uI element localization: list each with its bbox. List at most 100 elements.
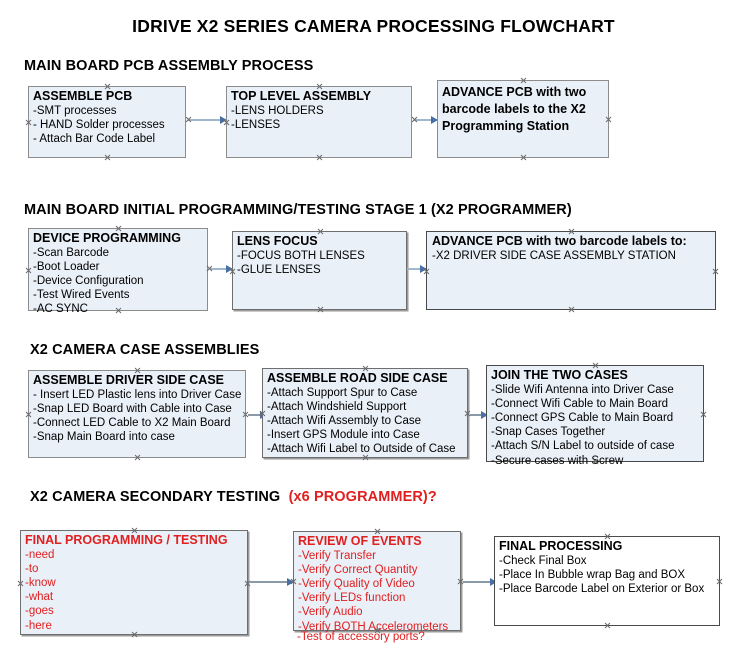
section-heading-text: X2 CAMERA CASE ASSEMBLIES	[30, 342, 260, 358]
flow-box-title: DEVICE PROGRAMMING	[33, 231, 181, 245]
resize-handle-bottom[interactable]	[317, 306, 324, 313]
flow-box-line: -know	[25, 576, 56, 589]
flow-box-assemble-road-side-case[interactable]: ASSEMBLE ROAD SIDE CASE -Attach Support …	[262, 368, 468, 458]
flow-box-line: -Snap Cases Together	[491, 426, 606, 439]
resize-handle-bottom[interactable]	[104, 154, 111, 161]
flow-box-line: - Insert LED Plastic lens into Driver Ca…	[33, 388, 242, 401]
arrow-head-icon	[490, 578, 497, 586]
flow-box-line: -Attach Wifi Label to Outside of Case	[267, 443, 456, 456]
flow-box-line: -X2 DRIVER SIDE CASE ASSEMBLY STATION	[432, 249, 676, 262]
section-heading-accent: (x6 PROGRAMMER)?	[288, 489, 437, 505]
flow-box-line: -Connect LED Cable to X2 Main Board	[33, 416, 231, 429]
flow-box-line: -Boot Loader	[33, 260, 100, 273]
flow-box-line: -Scan Barcode	[33, 246, 110, 259]
flow-box-line: - Attach Bar Code Label	[33, 132, 156, 145]
flow-box-line: -what	[25, 591, 54, 604]
flow-box-line: -need	[25, 548, 55, 561]
flow-box-title: REVIEW OF EVENTS	[298, 534, 422, 548]
flow-box-line: -goes	[25, 605, 54, 618]
flow-box-line: -Insert GPS Module into Case	[267, 429, 420, 442]
flow-box-assemble-driver-side-case[interactable]: ASSEMBLE DRIVER SIDE CASE - Insert LED P…	[28, 370, 246, 458]
flow-box-line: - HAND Solder processes	[33, 118, 165, 131]
arrow-head-icon	[220, 116, 227, 124]
flow-box-line: -Place In Bubble wrap Bag and BOX	[499, 568, 686, 581]
flow-box-line: -Verify Quality of Video	[298, 577, 415, 590]
flow-box-assemble-pcb[interactable]: ASSEMBLE PCB -SMT processes - HAND Solde…	[28, 86, 186, 158]
section-heading-text: MAIN BOARD INITIAL PROGRAMMING/TESTING S…	[24, 202, 572, 218]
resize-handle-bottom[interactable]	[134, 454, 141, 461]
section-heading-text: MAIN BOARD PCB ASSEMBLY PROCESS	[24, 58, 314, 74]
arrow-head-icon	[481, 411, 488, 419]
resize-handle-bottom[interactable]	[568, 306, 575, 313]
flow-box-line: -Snap Main Board into case	[33, 431, 175, 444]
connector-device-programming-to-lens-focus	[210, 265, 233, 273]
flow-box-title: ADVANCE PCB with two barcode labels to t…	[442, 85, 587, 133]
flow-box-line: -Check Final Box	[499, 554, 587, 567]
resize-handle-right[interactable]	[712, 268, 719, 275]
flow-box-line: -Attach S/N Label to outside of case	[491, 440, 675, 453]
flow-box-line: -Attach Support Spur to Case	[267, 386, 418, 399]
flow-box-line: -to	[25, 562, 39, 575]
arrow-head-icon	[420, 265, 427, 273]
flow-box-advance-pcb-to-programming-station[interactable]: ADVANCE PCB with two barcode labels to t…	[437, 80, 609, 158]
flow-box-line: -LENS HOLDERS	[231, 104, 324, 117]
flow-box-title: ASSEMBLE PCB	[33, 89, 133, 103]
connector-review-of-events-to-final-processing	[463, 578, 497, 586]
flow-box-lens-focus[interactable]: LENS FOCUS -FOCUS BOTH LENSES -GLUE LENS…	[232, 231, 407, 310]
flow-box-title: LENS FOCUS	[237, 234, 318, 248]
flow-box-line: -Connect GPS Cable to Main Board	[491, 411, 674, 424]
flow-box-final-processing[interactable]: FINAL PROCESSING -Check Final Box -Place…	[494, 536, 720, 626]
flow-box-line: -LENSES	[231, 118, 281, 131]
flow-box-line: -Verify Correct Quantity	[298, 563, 418, 576]
flow-box-line: -Verify BOTH Accelerometers	[298, 620, 449, 633]
page-title: IDRIVE X2 SERIES CAMERA PROCESSING FLOWC…	[132, 16, 615, 36]
flow-box-line: -Slide Wifi Antenna into Driver Case	[491, 383, 674, 396]
resize-handle-bottom[interactable]	[520, 154, 527, 161]
flow-box-line: -Connect Wifi Cable to Main Board	[491, 397, 669, 410]
flow-box-title: ADVANCE PCB with two barcode labels to:	[432, 234, 687, 248]
flow-box-line: -Verify Audio	[298, 606, 363, 619]
flow-box-device-programming[interactable]: DEVICE PROGRAMMING -Scan Barcode -Boot L…	[28, 228, 208, 315]
flow-box-line: -GLUE LENSES	[237, 263, 321, 276]
section-heading-x2-camera-secondary-testing: X2 CAMERA SECONDARY TESTING (x6 PROGRAMM…	[30, 489, 437, 505]
flow-box-line: -AC SYNC	[33, 303, 88, 316]
flow-box-line: -here	[25, 619, 52, 632]
flow-box-line: -Device Configuration	[33, 274, 144, 287]
flow-box-title: ASSEMBLE ROAD SIDE CASE	[267, 371, 448, 385]
flow-box-line: -Secure cases with Screw	[491, 454, 624, 467]
flow-box-line: -Attach Windshield Support	[267, 400, 407, 413]
connector-top-level-to-advance-pcb	[414, 116, 438, 124]
resize-handle-bottom[interactable]	[604, 622, 611, 629]
flow-box-title: TOP LEVEL ASSEMBLY	[231, 89, 372, 103]
connector-final-programming-to-review-of-events	[250, 578, 294, 586]
flow-box-line: -Place Barcode Label on Exterior or Box	[499, 582, 705, 595]
flow-box-line: -Verify Transfer	[298, 549, 376, 562]
flow-box-line: -Test Wired Events	[33, 289, 130, 302]
section-heading-x2-camera-case-assemblies: X2 CAMERA CASE ASSEMBLIES	[30, 342, 259, 358]
flow-box-review-of-events[interactable]: REVIEW OF EVENTS -Verify Transfer -Verif…	[293, 531, 461, 633]
flow-box-line: -SMT processes	[33, 104, 117, 117]
flow-box-title: FINAL PROCESSING	[499, 539, 623, 553]
section-heading-text: X2 CAMERA SECONDARY TESTING	[30, 489, 281, 505]
resize-handle-bottom[interactable]	[316, 154, 323, 161]
flow-box-title: JOIN THE TWO CASES	[491, 368, 628, 382]
arrow-head-icon	[226, 265, 233, 273]
flow-box-line: -Attach Wifi Assembly to Case	[267, 414, 422, 427]
flow-box-top-level-assembly[interactable]: TOP LEVEL ASSEMBLY -LENS HOLDERS -LENSES	[226, 86, 412, 158]
section-heading-main-board-pcb-assembly: MAIN BOARD PCB ASSEMBLY PROCESS	[24, 58, 313, 74]
flow-box-line: -Verify LEDs function	[298, 592, 406, 605]
connector-lens-focus-to-advance-pcb	[407, 265, 427, 273]
arrow-head-icon	[287, 578, 294, 586]
connector-road-case-to-join-cases	[470, 411, 488, 419]
section-heading-main-board-initial-programming: MAIN BOARD INITIAL PROGRAMMING/TESTING S…	[24, 202, 572, 218]
flow-box-advance-pcb-to-driver-side-case[interactable]: ADVANCE PCB with two barcode labels to: …	[426, 231, 716, 310]
flow-box-title: ASSEMBLE DRIVER SIDE CASE	[33, 373, 225, 387]
arrow-head-icon	[431, 116, 438, 124]
flow-box-line: -FOCUS BOTH LENSES	[237, 249, 365, 262]
flow-box-line: -Snap LED Board with Cable into Case	[33, 402, 232, 415]
connector-assemble-pcb-to-top-level	[188, 116, 227, 124]
flow-box-final-programming-testing[interactable]: FINAL PROGRAMMING / TESTING -need -to -k…	[20, 530, 248, 635]
flow-box-join-the-two-cases[interactable]: JOIN THE TWO CASES -Slide Wifi Antenna i…	[486, 365, 704, 467]
flow-box-overflow-line: -Test of accessory ports?	[297, 631, 425, 643]
